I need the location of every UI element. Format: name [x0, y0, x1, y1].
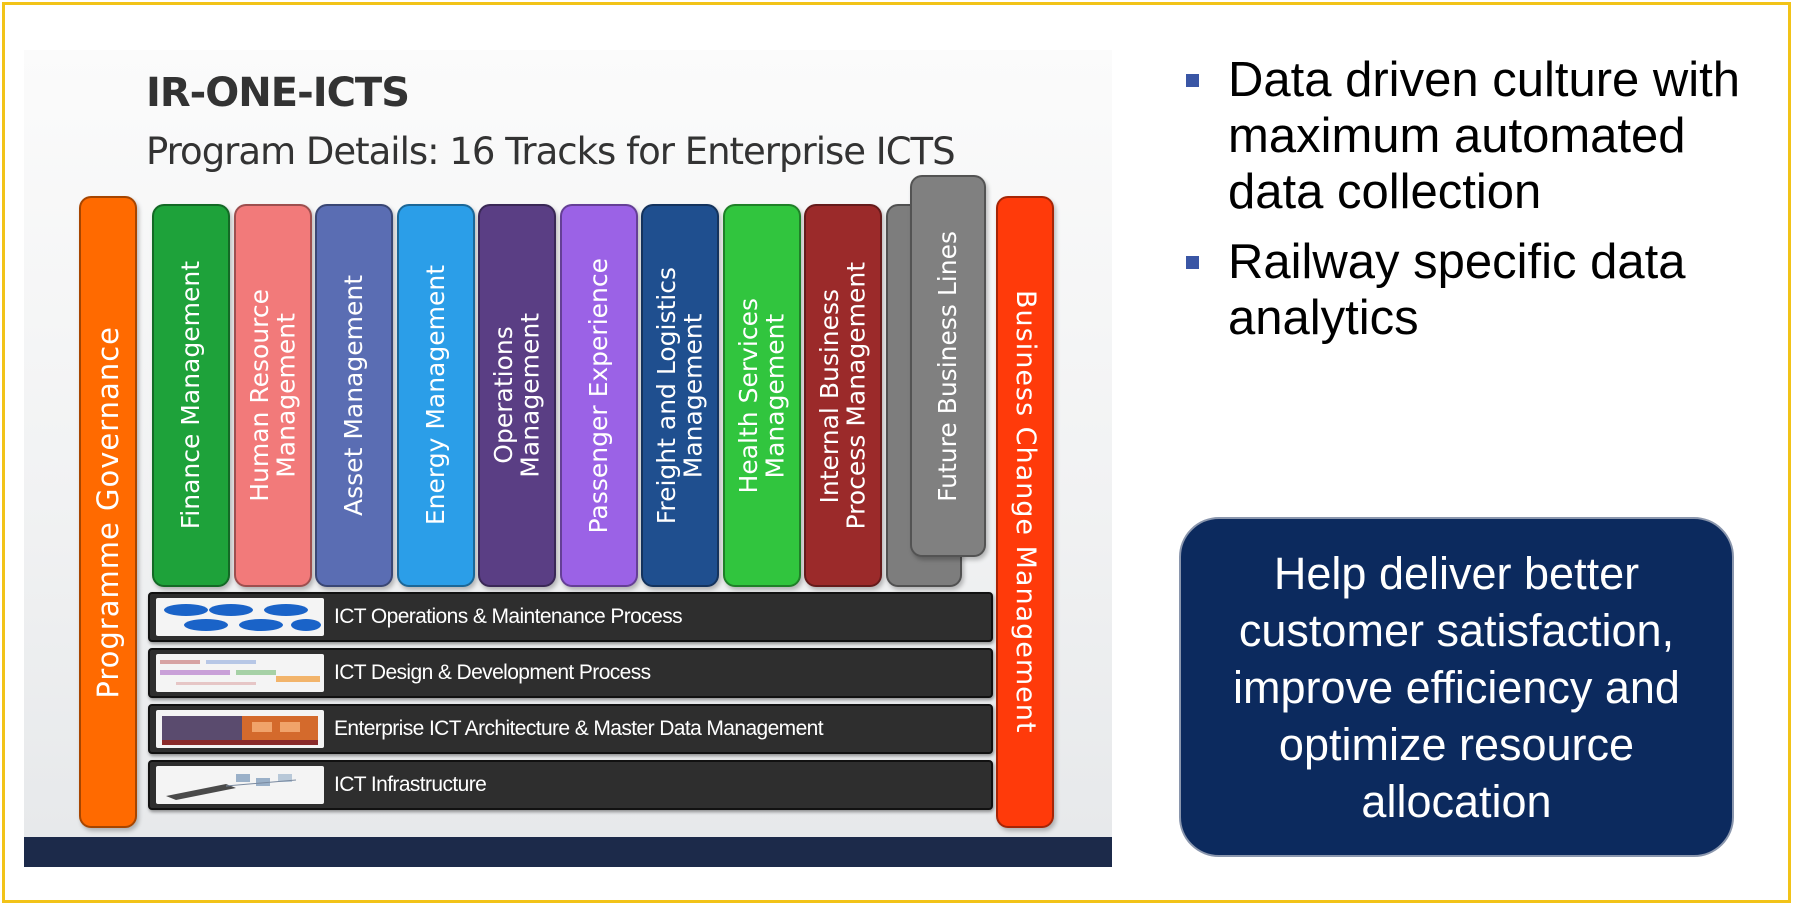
track-ict-design-development: ICT Design & Development Process: [148, 648, 993, 698]
bullet-item: Railway specific data analytics: [1186, 234, 1776, 346]
track-finance-management: Finance Management: [152, 204, 230, 587]
track-label: ICT Infrastructure: [334, 773, 487, 796]
track-label: Internal Business Process Management: [814, 261, 870, 530]
diagram-title: IR-ONE-ICTS: [146, 70, 410, 116]
track-ict-operations-maintenance: ICT Operations & Maintenance Process: [148, 592, 993, 642]
track-label: Asset Management: [338, 275, 368, 516]
program-diagram: IR-ONE-ICTS Program Details: 16 Tracks f…: [24, 50, 1112, 867]
bullet-marker-icon: [1186, 256, 1199, 269]
design-timeline-thumbnail: [160, 660, 320, 685]
pillar-label: Business Change Management: [1010, 290, 1042, 734]
track-energy-management: Energy Management: [397, 204, 475, 587]
process-thumbnail: [156, 710, 324, 748]
track-passenger-experience: Passenger Experience: [560, 204, 638, 587]
track-label: Operations Management: [488, 313, 544, 478]
track-enterprise-ict-architecture: Enterprise ICT Architecture & Master Dat…: [148, 704, 993, 754]
track-health-services-management: Health Services Management: [723, 204, 801, 587]
track-label: Human Resource Management: [244, 289, 300, 502]
process-flow-thumbnail: [164, 604, 321, 631]
track-ict-infrastructure: ICT Infrastructure: [148, 760, 993, 810]
track-label: Enterprise ICT Architecture & Master Dat…: [334, 717, 824, 740]
slide-footer-bar: [24, 837, 1112, 867]
process-thumbnail: [156, 766, 324, 804]
track-asset-management: Asset Management: [315, 204, 393, 587]
bullet-marker-icon: [1186, 74, 1199, 87]
track-freight-logistics-management: Freight and Logistics Management: [641, 204, 719, 587]
callout-text: Help deliver better customer satisfactio…: [1233, 547, 1680, 827]
track-label: Health Services Management: [733, 297, 789, 494]
track-label: Future Business Lines: [932, 230, 962, 502]
bullet-list: Data driven culture with maximum automat…: [1186, 52, 1776, 360]
track-label: Finance Management: [175, 261, 205, 530]
callout-box: Help deliver better customer satisfactio…: [1179, 517, 1734, 857]
track-label: Passenger Experience: [583, 257, 613, 534]
pillar-label: Programme Governance: [90, 325, 125, 699]
architecture-thumbnail: [162, 716, 318, 745]
track-future-business-lines: Future Business Lines: [910, 175, 986, 557]
track-label: ICT Design & Development Process: [334, 661, 651, 684]
track-label: Freight and Logistics Management: [651, 266, 707, 525]
bullet-text: Data driven culture with maximum automat…: [1228, 53, 1741, 219]
track-operations-management: Operations Management: [478, 204, 556, 587]
track-internal-business-process-management: Internal Business Process Management: [804, 204, 882, 587]
track-human-resource-management: Human Resource Management: [234, 204, 312, 587]
bullet-item: Data driven culture with maximum automat…: [1186, 52, 1776, 220]
infrastructure-thumbnail: [166, 774, 297, 800]
track-label: ICT Operations & Maintenance Process: [334, 605, 683, 628]
pillar-business-change-management: Business Change Management: [996, 196, 1054, 828]
process-thumbnail: [156, 598, 324, 636]
diagram-subtitle: Program Details: 16 Tracks for Enterpris…: [146, 130, 956, 173]
track-label: Energy Management: [420, 265, 450, 526]
bullet-text: Railway specific data analytics: [1228, 235, 1686, 345]
process-thumbnail: [156, 654, 324, 692]
pillar-programme-governance: Programme Governance: [79, 196, 137, 828]
